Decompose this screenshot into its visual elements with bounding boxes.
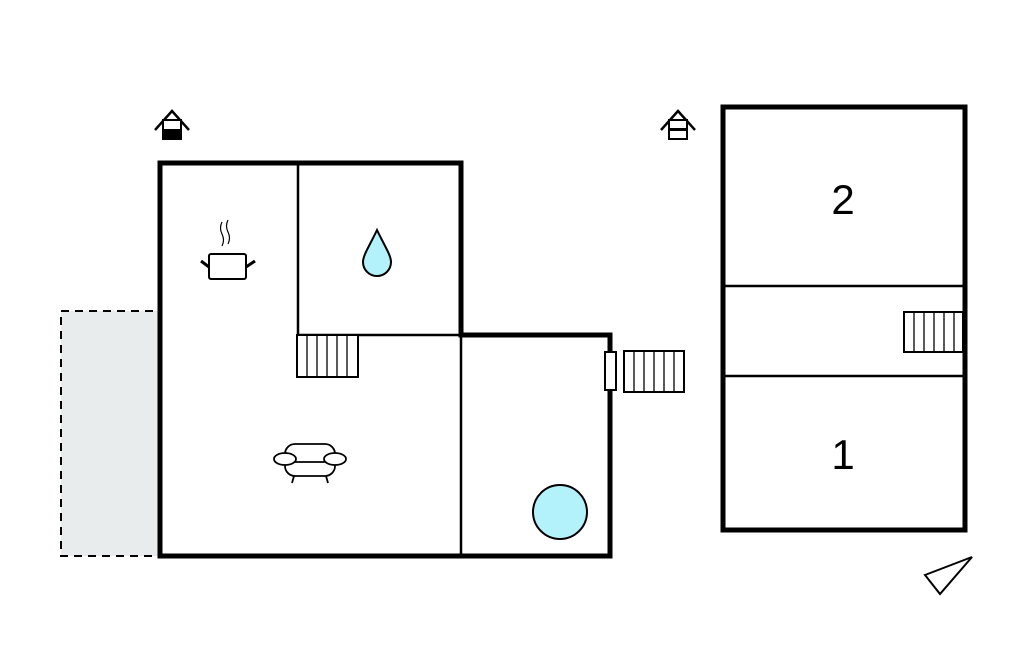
compass-icon [923, 556, 973, 596]
room-label-2: 2 [831, 176, 854, 223]
terrace-area [60, 310, 160, 557]
kitchen-pot-icon [200, 219, 256, 280]
stairs-icon [903, 311, 964, 353]
hot-tub-icon [532, 484, 588, 540]
upper-floor [720, 104, 968, 533]
stairs-icon [623, 350, 685, 393]
stairs-icon [296, 334, 359, 378]
room-label-1: 1 [831, 431, 854, 478]
entrance-icon [660, 109, 696, 140]
water-drop-icon [361, 227, 393, 277]
entrance-icon [154, 109, 190, 140]
sofa-icon [273, 443, 347, 484]
door-icon [604, 351, 617, 391]
